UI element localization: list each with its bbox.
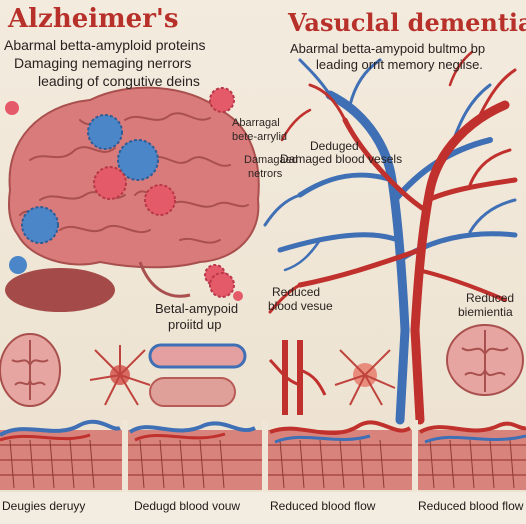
label-reduced-right-2: biemientia: [458, 305, 513, 319]
label-abnormal-beta-1: Abarragal: [232, 117, 280, 129]
left-subtitle-line-2: Damaging nemaging nerrors: [14, 55, 192, 71]
label-reduced-right-1: Reduced: [466, 291, 515, 305]
amyloid-plaque-icon: [5, 87, 235, 286]
label-beta-amyloid-2: proiitd up: [168, 317, 222, 332]
left-subtitle-line-3: leading of congutive deins: [38, 73, 200, 89]
label-deduged-2: Damaged blood vesels: [280, 152, 403, 166]
label-damaged-neurons-1: Damagaed: [244, 154, 298, 166]
label-reduced-vessel-2: blood vesue: [268, 299, 333, 313]
bottom-caption-1: Deugies deruyy: [2, 499, 86, 513]
blood-flow-tissue-icon: [0, 419, 526, 524]
brain-section-icon: [0, 324, 524, 407]
neuron-icon: [89, 345, 151, 406]
left-subtitle-line-1: Abarmal betta-amyploid proteins: [4, 37, 206, 53]
bottom-caption-4: Reduced blood flow: [418, 499, 524, 513]
label-damaged-neurons-2: netrors: [248, 168, 283, 180]
right-subtitle-line-1: Abarmal betta-amypoid bultmo bp: [290, 41, 486, 56]
right-subtitle-line-2: leading orrit memory negiise.: [316, 57, 483, 72]
vessel-tree-icon: [263, 50, 518, 425]
label-abnormal-beta-2: bete-arrylid: [232, 131, 288, 143]
artery-tube-icon: [148, 272, 327, 415]
left-panel-title: Alzheimer's: [8, 4, 179, 34]
neuron-icon: [334, 349, 396, 406]
bottom-caption-3: Reduced blood flow: [270, 499, 376, 513]
bottom-caption-2: Dedugd blood vouw: [134, 499, 241, 513]
label-reduced-vessel-1: Reduced: [272, 285, 321, 299]
right-panel-title: Vasuclal dementia: [288, 8, 526, 37]
label-deduged-1: Deduged: [310, 139, 359, 153]
label-beta-amyloid-1: Betal-amypoid: [155, 301, 239, 316]
